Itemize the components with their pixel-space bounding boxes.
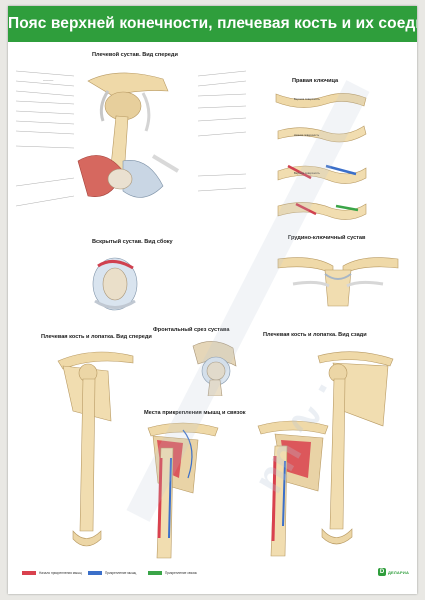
section-title-frontal-cut: Фронтальный срез сустава <box>153 327 230 333</box>
title-bar: Пояс верхней конечности, плечевая кость … <box>8 6 417 42</box>
label-line: ———— <box>43 79 54 82</box>
section-title-sternoclavicular: Грудино-ключичный сустав <box>288 235 366 241</box>
labels-cluster-right-top <box>198 70 247 192</box>
logo-mark-icon: D <box>378 568 386 576</box>
attachment-back-illustration <box>257 420 329 557</box>
legend-item-insertion: Прикрепление мышц <box>88 569 136 577</box>
poster: Пояс верхней конечности, плечевая кость … <box>8 6 417 594</box>
clavicle-label-vessels: Верхняя поверхность <box>294 172 320 175</box>
humerus-back-illustration <box>317 351 394 545</box>
sternoclavicular-illustration <box>277 257 399 307</box>
legend-item-origin: Начало прикрепления мышц <box>22 569 82 577</box>
shoulder-front-illustration <box>77 72 180 198</box>
legend-label-ligaments: Прикрепление связок <box>165 571 197 575</box>
poster-title: Пояс верхней конечности, плечевая кость … <box>8 15 417 32</box>
section-title-attachment: Места прикрепления мышц и связок <box>144 410 246 416</box>
attachment-front-illustration <box>147 422 219 559</box>
shoulder-side-illustration <box>92 257 138 311</box>
section-title-right-clavicle: Правая ключица <box>292 78 339 84</box>
section-title-humerus-back: Плечевая кость и лопатка. Вид сзади <box>263 332 367 338</box>
frontal-cut-illustration <box>192 341 237 396</box>
logo-name: ДЕЛАРИА <box>388 569 410 575</box>
legend-label-insertion: Прикрепление мышц <box>105 571 137 575</box>
legend-swatch-ligaments <box>148 571 162 575</box>
legend-swatch-origin <box>22 571 36 575</box>
section-title-shoulder-side: Вскрытый сустав. Вид сбоку <box>92 239 173 245</box>
publisher-logo: D ДЕЛАРИА <box>378 566 412 578</box>
clavicle-label-top: Верхняя поверхность <box>294 98 320 101</box>
section-title-humerus-front: Плечевая кость и лопатка. Вид спереди <box>41 334 152 340</box>
legend-label-origin: Начало прикрепления мышц <box>39 571 82 575</box>
clavicle-illustrations <box>275 93 367 220</box>
legend-swatch-insertion <box>88 571 102 575</box>
clavicle-label-bottom: Нижняя поверхность <box>294 134 320 137</box>
legend-item-ligaments: Прикрепление связок <box>148 569 197 577</box>
section-title-shoulder-front: Плечевой сустав. Вид спереди <box>92 52 178 58</box>
humerus-front-illustration <box>57 351 134 547</box>
labels-cluster-left-top <box>16 70 75 207</box>
